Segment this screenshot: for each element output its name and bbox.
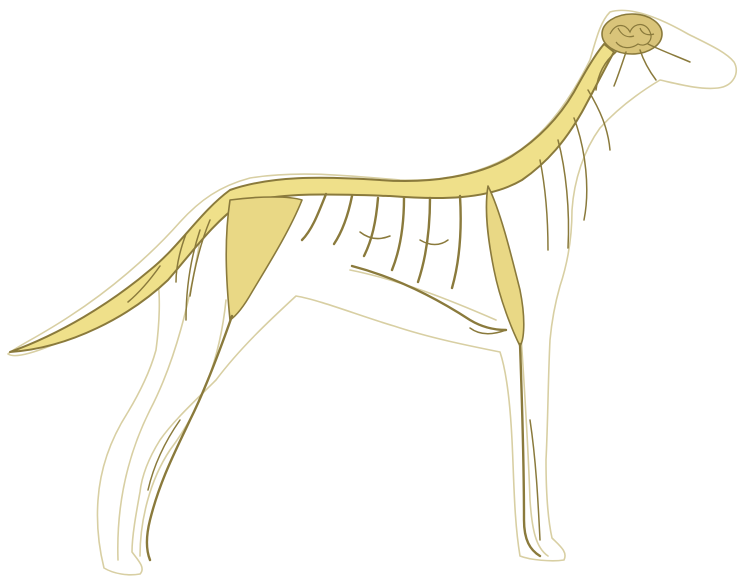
brain xyxy=(602,14,662,54)
brachial-plexus xyxy=(486,186,523,346)
foreleg-nerves xyxy=(470,328,540,556)
chest-outline xyxy=(350,270,496,320)
spinal-cord xyxy=(10,44,614,352)
dog-body-outline xyxy=(8,10,736,574)
hind-leg-inner-outline xyxy=(140,300,226,556)
